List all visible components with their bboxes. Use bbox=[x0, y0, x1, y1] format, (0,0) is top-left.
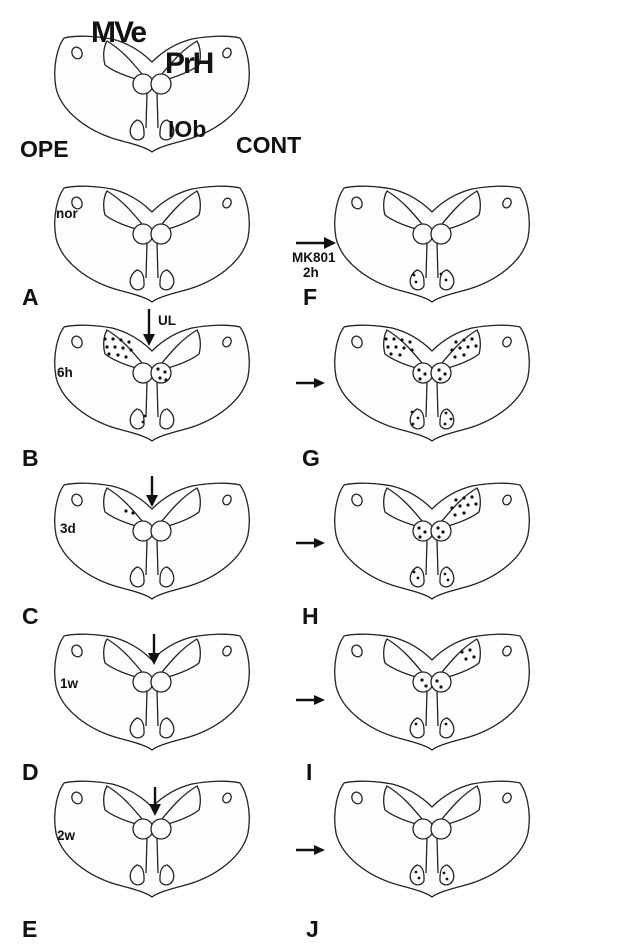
panel-label-g: G bbox=[302, 445, 320, 471]
section-a bbox=[55, 186, 250, 302]
iob-label: IOb bbox=[168, 116, 206, 142]
panel-label-c: C bbox=[22, 603, 39, 629]
time-label-d: 1w bbox=[60, 676, 79, 691]
section-j bbox=[335, 781, 530, 897]
mve-label: MVe bbox=[91, 16, 146, 49]
time-label-a: nor bbox=[56, 206, 78, 221]
section-d bbox=[55, 634, 250, 750]
section-f bbox=[335, 186, 530, 302]
section-e bbox=[55, 781, 250, 897]
right-arrow-h bbox=[296, 538, 325, 548]
section-g bbox=[335, 325, 530, 441]
panel-label-d: D bbox=[22, 759, 39, 785]
right-arrow-j bbox=[296, 845, 325, 855]
panel-label-e: E bbox=[22, 916, 37, 942]
cont-label: CONT bbox=[236, 132, 301, 158]
drug-label: MK801 bbox=[292, 250, 336, 265]
lesion-label: UL bbox=[158, 313, 176, 328]
right-arrow-g bbox=[296, 378, 325, 388]
duration-label: 2h bbox=[303, 265, 319, 280]
panel-label-f: F bbox=[303, 284, 317, 310]
right-arrow-mk801 bbox=[296, 237, 336, 249]
panel-label-a: A bbox=[22, 284, 39, 310]
prh-label: PrH bbox=[165, 47, 213, 80]
reference-section bbox=[55, 36, 250, 152]
panel-label-h: H bbox=[302, 603, 319, 629]
time-label-b: 6h bbox=[57, 365, 73, 380]
down-arrow-c bbox=[146, 476, 158, 507]
section-h bbox=[335, 483, 530, 599]
right-arrow-i bbox=[296, 695, 325, 705]
panel-label-b: B bbox=[22, 445, 39, 471]
time-label-c: 3d bbox=[60, 521, 76, 536]
ope-label: OPE bbox=[20, 136, 69, 162]
section-i bbox=[335, 634, 530, 750]
time-label-e: 2w bbox=[57, 828, 76, 843]
down-arrow-ul bbox=[143, 309, 155, 346]
panel-label-j: J bbox=[306, 916, 319, 942]
section-b bbox=[55, 325, 250, 441]
panel-label-i: I bbox=[306, 759, 312, 785]
